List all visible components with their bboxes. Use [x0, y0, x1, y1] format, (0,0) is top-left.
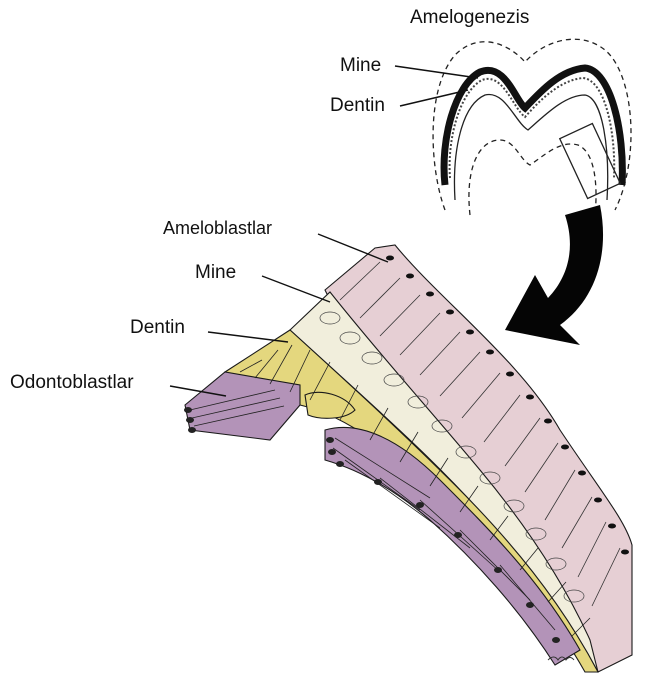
label-dentin: Dentin [130, 318, 185, 337]
crown-zoom-box [560, 123, 621, 198]
label-mine-top: Mine [340, 56, 381, 75]
crown-enamel-hatch [450, 78, 615, 178]
zoom-arrow [505, 205, 603, 345]
leader-mine-top [395, 66, 478, 78]
label-odontoblastlar: Odontoblastlar [10, 373, 134, 392]
label-mine: Mine [195, 263, 236, 282]
leader-mine [262, 276, 330, 302]
leader-dentin [208, 332, 288, 342]
label-dentin-top: Dentin [330, 96, 385, 115]
tooth-crown-inset [433, 39, 631, 215]
crown-pulp-dashed [469, 140, 596, 215]
crown-enamel-band [444, 68, 622, 185]
diagram-title: Amelogenezis [410, 8, 529, 27]
label-ameloblastlar: Ameloblastlar [163, 219, 272, 237]
